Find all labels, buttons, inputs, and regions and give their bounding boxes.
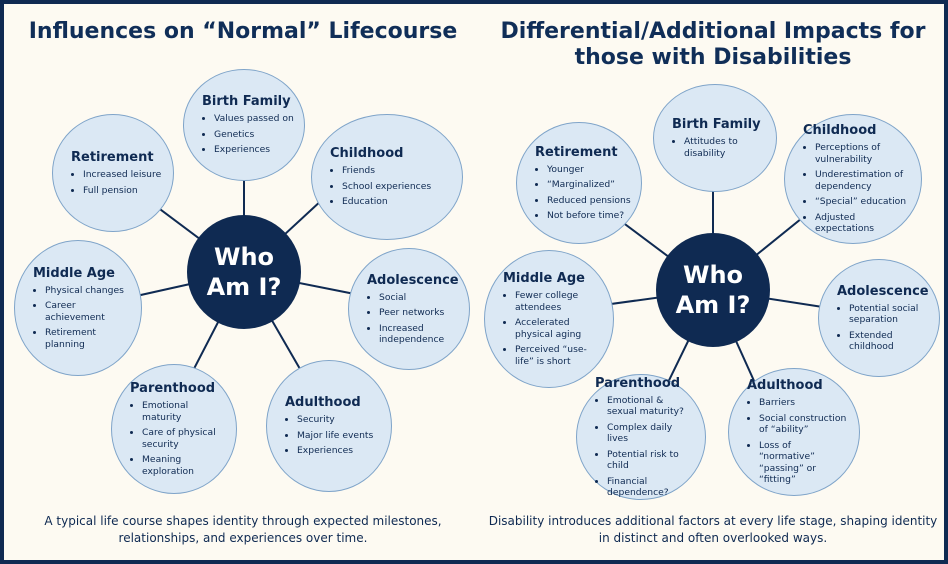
bubble-item: Social construction of “ability” <box>759 413 849 436</box>
bubble-middle-age: Middle Age Fewer college attendees Accel… <box>484 250 614 388</box>
bubble-item: Potential risk to child <box>607 449 695 472</box>
bubble-title: Retirement <box>71 150 154 165</box>
bubble-parenthood: Parenthood Emotional maturity Care of ph… <box>111 364 237 494</box>
bubble-title: Adulthood <box>747 378 823 394</box>
bubble-item: Complex daily lives <box>607 422 695 445</box>
bubble-title: Middle Age <box>33 265 115 281</box>
bubble-item: Accelerated physical aging <box>515 317 603 340</box>
bubble-item: Younger <box>547 164 631 176</box>
bubble-item: Career achievement <box>45 300 131 323</box>
bubble-item: Values passed on <box>214 113 294 125</box>
bubble-title: Parenthood <box>130 381 216 396</box>
bubble-adulthood: Adulthood Security Major life events Exp… <box>266 360 392 492</box>
bubble-item: Attitudes to disability <box>684 136 766 159</box>
bubble-item: Potential social separation <box>849 303 929 326</box>
bubble-item: Full pension <box>83 185 163 197</box>
left-title: Influences on “Normal” Lifecourse <box>28 19 458 44</box>
right-caption: Disability introduces additional factors… <box>488 514 938 545</box>
bubble-item: Adjusted expectations <box>815 212 911 235</box>
bubble-item: Perceptions of vulnerability <box>815 142 911 165</box>
bubble-title: Childhood <box>330 146 404 162</box>
bubble-title: Birth Family <box>672 117 761 132</box>
bubble-item: Experiences <box>214 144 294 156</box>
bubble-item: Peer networks <box>379 307 459 319</box>
bubble-title: Adolescence <box>837 283 929 299</box>
bubble-item: Experiences <box>297 445 381 457</box>
bubble-item: Care of physical security <box>142 427 226 450</box>
bubble-adulthood: Adulthood Barriers Social construction o… <box>728 368 860 496</box>
bubble-item: Retirement planning <box>45 327 131 350</box>
left-caption: A typical life course shapes identity th… <box>44 514 442 545</box>
bubble-title: Birth Family <box>202 94 291 110</box>
bubble-adolescence: Adolescence Potential social separation … <box>818 259 940 377</box>
bubble-item: School experiences <box>342 181 452 193</box>
bubble-item: Emotional maturity <box>142 400 226 423</box>
bubble-retirement: Retirement Increased leisure Full pensio… <box>52 114 174 232</box>
bubble-item: Underestimation of dependency <box>815 169 911 192</box>
bubble-item: Genetics <box>214 129 294 141</box>
left-panel: Influences on “Normal” Lifecourse Birth … <box>8 4 478 560</box>
bubble-item: Friends <box>342 165 452 177</box>
bubble-item: Perceived “use-life” is short <box>515 344 603 367</box>
center-who-am-i: Who Am I? <box>187 215 301 329</box>
bubble-item: Financial dependence? <box>607 476 695 499</box>
bubble-item: Loss of “normative” “passing” or “fittin… <box>759 440 849 486</box>
bubble-item: Increased leisure <box>83 169 163 181</box>
bubble-item: Social <box>379 292 459 304</box>
bubble-item: Increased independence <box>379 323 459 346</box>
bubble-item: “Marginalized” <box>547 179 631 191</box>
bubble-birth-family: Birth Family Attitudes to disability <box>653 84 777 192</box>
right-title: Differential/Additional Impacts for thos… <box>500 19 926 70</box>
bubble-item: Barriers <box>759 397 849 409</box>
bubble-item: “Special” education <box>815 196 911 208</box>
bubble-item: Major life events <box>297 430 381 442</box>
bubble-title: Parenthood <box>595 375 681 391</box>
bubble-parenthood: Parenthood Emotional & sexual maturity? … <box>576 374 706 500</box>
bubble-childhood: Childhood Perceptions of vulnerability U… <box>784 114 922 244</box>
bubble-item: Physical changes <box>45 285 131 297</box>
bubble-item: Meaning exploration <box>142 454 226 477</box>
bubble-item: Extended childhood <box>849 330 929 353</box>
bubble-title: Middle Age <box>503 271 585 286</box>
bubble-childhood: Childhood Friends School experiences Edu… <box>311 114 463 240</box>
bubble-item: Emotional & sexual maturity? <box>607 395 695 418</box>
bubble-title: Adolescence <box>367 272 459 288</box>
bubble-item: Fewer college attendees <box>515 290 603 313</box>
bubble-retirement: Retirement Younger “Marginalized” Reduce… <box>516 122 642 244</box>
right-panel: Differential/Additional Impacts for thos… <box>478 4 948 560</box>
bubble-adolescence: Adolescence Social Peer networks Increas… <box>348 248 470 370</box>
bubble-item: Security <box>297 414 381 426</box>
bubble-title: Retirement <box>535 144 618 160</box>
bubble-title: Childhood <box>803 123 877 139</box>
center-who-am-i: Who Am I? <box>656 233 770 347</box>
bubble-item: Not before time? <box>547 210 631 222</box>
bubble-birth-family: Birth Family Values passed on Genetics E… <box>183 69 305 181</box>
bubble-item: Education <box>342 196 452 208</box>
bubble-item: Reduced pensions <box>547 195 631 207</box>
bubble-middle-age: Middle Age Physical changes Career achie… <box>14 240 142 376</box>
bubble-title: Adulthood <box>285 395 361 411</box>
